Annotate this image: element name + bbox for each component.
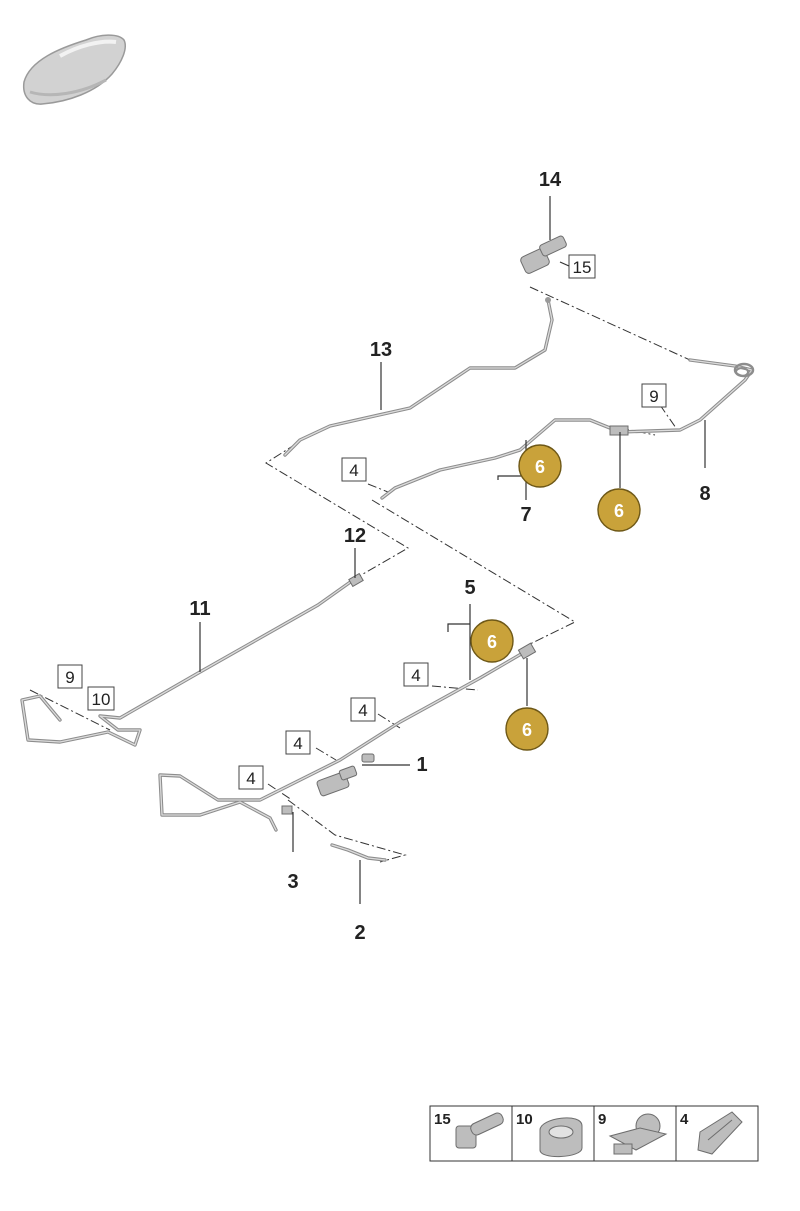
- callout-11: 11: [189, 598, 210, 620]
- boxed-label-4-b: 4: [403, 662, 429, 687]
- callout-7: 7: [520, 504, 531, 526]
- callout-14: 14: [539, 169, 562, 191]
- leader-lines: [199, 196, 706, 904]
- svg-text:10: 10: [92, 690, 111, 709]
- pipe-11: [20, 576, 358, 747]
- boxed-label-10-left: 10: [87, 686, 115, 711]
- svg-text:4: 4: [680, 1111, 689, 1128]
- fitting-6-upper: [609, 425, 629, 436]
- callout-5: 5: [464, 577, 475, 599]
- fitting-12: [348, 572, 364, 588]
- svg-text:6: 6: [614, 501, 624, 521]
- brake-part-1: [316, 753, 375, 797]
- car-silhouette-icon: [22, 34, 126, 105]
- boxed-label-4-c: 4: [350, 697, 376, 722]
- svg-text:9: 9: [598, 1111, 606, 1128]
- svg-text:6: 6: [487, 632, 497, 652]
- legend-item-4: 4: [680, 1111, 743, 1155]
- pipe-13: [283, 298, 554, 457]
- boxed-label-15: 15: [568, 254, 596, 279]
- boxed-label-9-top: 9: [641, 383, 667, 408]
- svg-text:4: 4: [349, 461, 358, 480]
- fitting-6-lower: [517, 642, 537, 660]
- svg-text:9: 9: [649, 387, 658, 406]
- hose-part-14: [520, 235, 567, 303]
- svg-text:4: 4: [411, 666, 420, 685]
- svg-text:15: 15: [434, 1111, 451, 1128]
- line-clip-icon: [697, 1111, 743, 1155]
- pipe-8: [380, 358, 755, 500]
- svg-text:10: 10: [516, 1111, 533, 1128]
- fitting-3: [281, 805, 293, 815]
- boxed-label-4-e: 4: [238, 765, 264, 790]
- bolt-icon: [455, 1112, 504, 1149]
- svg-text:4: 4: [246, 769, 255, 788]
- callout-12: 12: [344, 525, 366, 547]
- svg-text:4: 4: [293, 734, 302, 753]
- legend-item-9: 9: [598, 1111, 668, 1155]
- assembly-lines: [29, 286, 691, 863]
- pipe-5: [158, 648, 530, 832]
- legend-item-15: 15: [434, 1111, 504, 1149]
- callout-13: 13: [370, 339, 392, 361]
- callout-1: 1: [416, 754, 427, 776]
- legend-item-10: 10: [516, 1111, 583, 1157]
- boxed-label-9-left: 9: [57, 664, 83, 689]
- badge-6-a: 6: [518, 444, 562, 488]
- boxed-label-4-a: 4: [341, 457, 367, 482]
- badge-6-b: 6: [597, 488, 641, 532]
- badge-6-d: 6: [505, 707, 549, 751]
- callout-3: 3: [287, 871, 298, 893]
- svg-text:4: 4: [358, 701, 367, 720]
- boxed-label-4-d: 4: [285, 730, 311, 755]
- callout-2: 2: [354, 922, 365, 944]
- pipe-2: [330, 843, 387, 862]
- svg-text:6: 6: [522, 720, 532, 740]
- svg-text:15: 15: [573, 258, 592, 277]
- pipe-clip-icon: [539, 1117, 583, 1157]
- fastener-clip-icon: [608, 1113, 668, 1155]
- callout-8: 8: [699, 483, 710, 505]
- parts-legend: 15 10 9 4: [429, 1105, 759, 1162]
- svg-text:9: 9: [65, 668, 74, 687]
- badge-6-c: 6: [470, 619, 514, 663]
- svg-text:6: 6: [535, 457, 545, 477]
